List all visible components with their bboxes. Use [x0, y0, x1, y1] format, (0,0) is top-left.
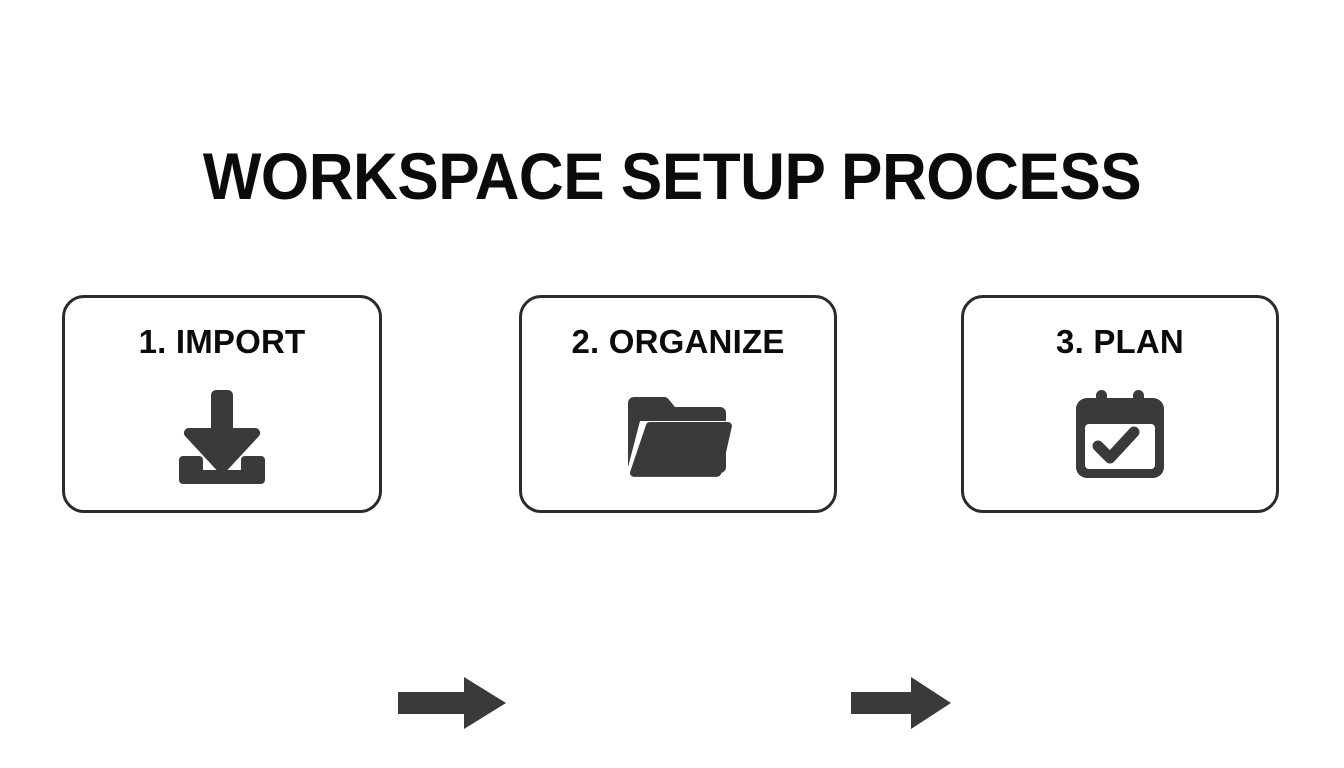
process-flow: 1. IMPORT 2. ORGANIZE	[0, 295, 1344, 729]
process-step-plan[interactable]: 3. PLAN	[961, 295, 1279, 513]
page-title: WORKSPACE SETUP PROCESS	[202, 139, 1142, 213]
arrow-right-icon	[398, 675, 506, 731]
calendar-check-icon	[964, 386, 1276, 486]
arrow-right-icon	[851, 675, 951, 731]
download-icon	[65, 386, 379, 486]
process-step-organize[interactable]: 2. ORGANIZE	[519, 295, 837, 513]
process-step-import[interactable]: 1. IMPORT	[62, 295, 382, 513]
step-label-plan: 3. PLAN	[1056, 323, 1184, 360]
step-label-import: 1. IMPORT	[138, 323, 306, 360]
step-label-organize: 2. ORGANIZE	[571, 323, 785, 360]
folder-open-icon	[522, 386, 834, 486]
